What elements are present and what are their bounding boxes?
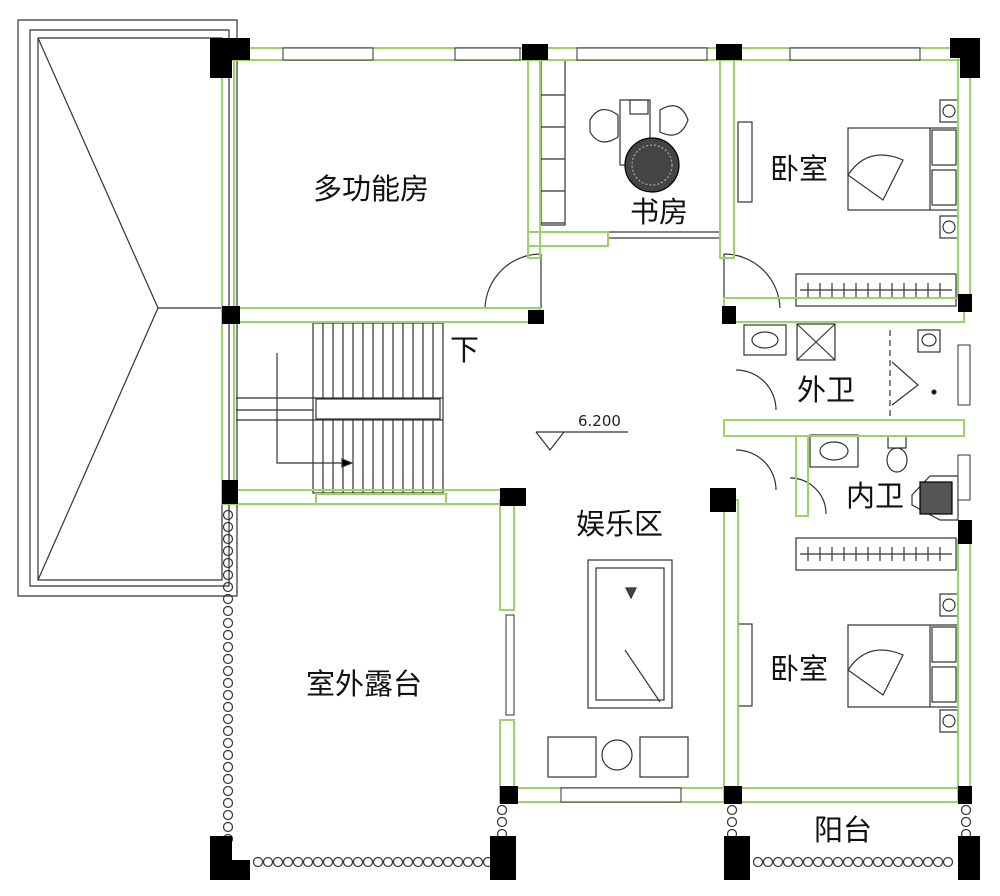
elevation-label: 6.200	[578, 412, 621, 430]
outer-bath-fixtures	[743, 323, 941, 420]
elevation-marker	[535, 431, 628, 451]
columns	[210, 38, 980, 880]
room-label-study: 书房	[630, 195, 689, 229]
room-label-bedroom-bottom: 卧室	[770, 652, 829, 686]
room-label-balcony: 阳台	[814, 813, 873, 847]
windows	[282, 47, 971, 803]
stair-direction-label: 下	[450, 333, 480, 367]
room-label-multifunction: 多功能房	[313, 172, 430, 206]
left-roof	[17, 19, 238, 597]
room-label-outer-bath: 外卫	[797, 373, 856, 407]
staircase	[236, 322, 444, 494]
room-label-inner-bath: 内卫	[846, 479, 905, 513]
room-label-terrace: 室外露台	[306, 667, 423, 701]
study-desk	[589, 99, 689, 193]
inner-bath-fixtures	[809, 434, 959, 521]
room-label-bedroom-top: 卧室	[770, 152, 829, 186]
doors	[484, 231, 827, 515]
billiard-table	[547, 559, 689, 778]
room-label-entertainment: 娱乐区	[576, 507, 664, 541]
bedroom-top-furniture	[737, 99, 959, 307]
bedroom-bottom-furniture	[737, 537, 959, 733]
